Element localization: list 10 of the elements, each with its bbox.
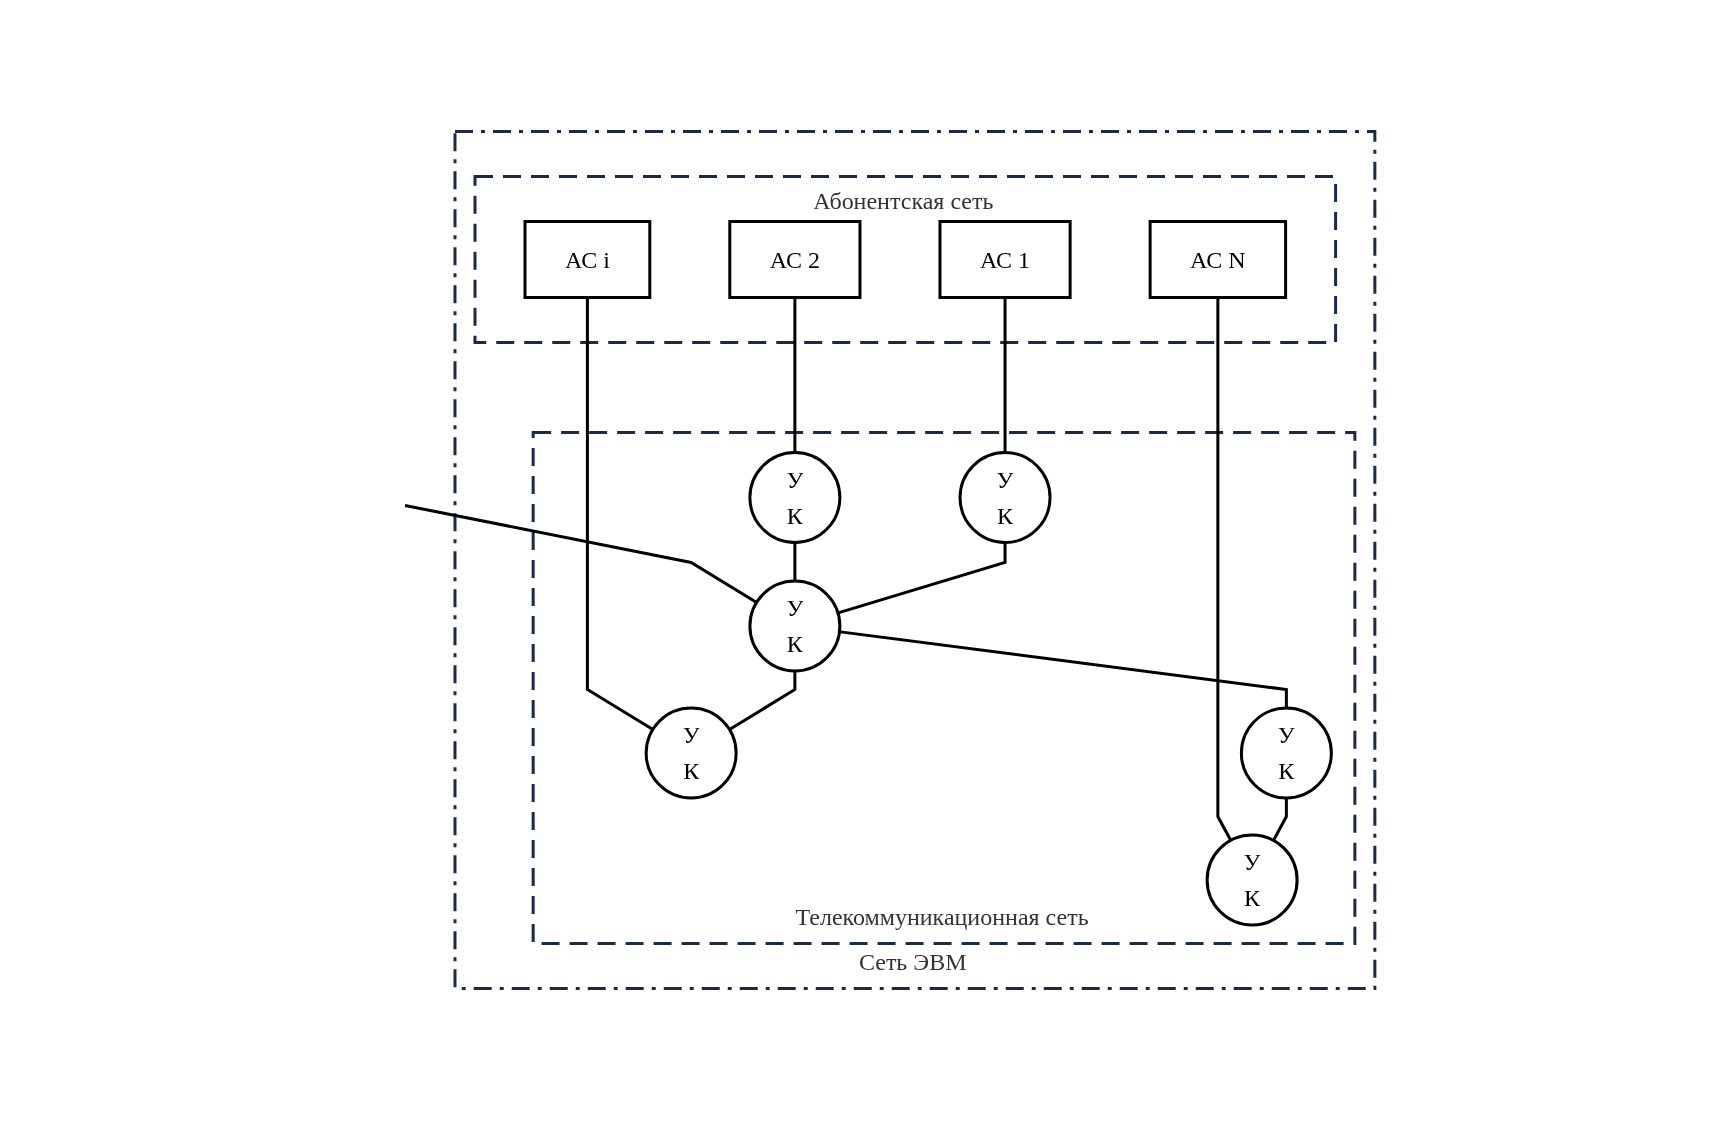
node-circle: У К — [748, 579, 842, 673]
node-box: АС 2 — [728, 220, 862, 299]
node-circle: У К — [1239, 706, 1333, 800]
node-circle: У К — [644, 706, 738, 800]
node-box: АС 1 — [938, 220, 1072, 299]
node-circle: У К — [958, 451, 1052, 544]
node-circle: У К — [1205, 833, 1299, 927]
node-circle: У К — [748, 451, 842, 544]
node-box: АС N — [1148, 220, 1288, 299]
node-box: АС i — [523, 220, 652, 299]
